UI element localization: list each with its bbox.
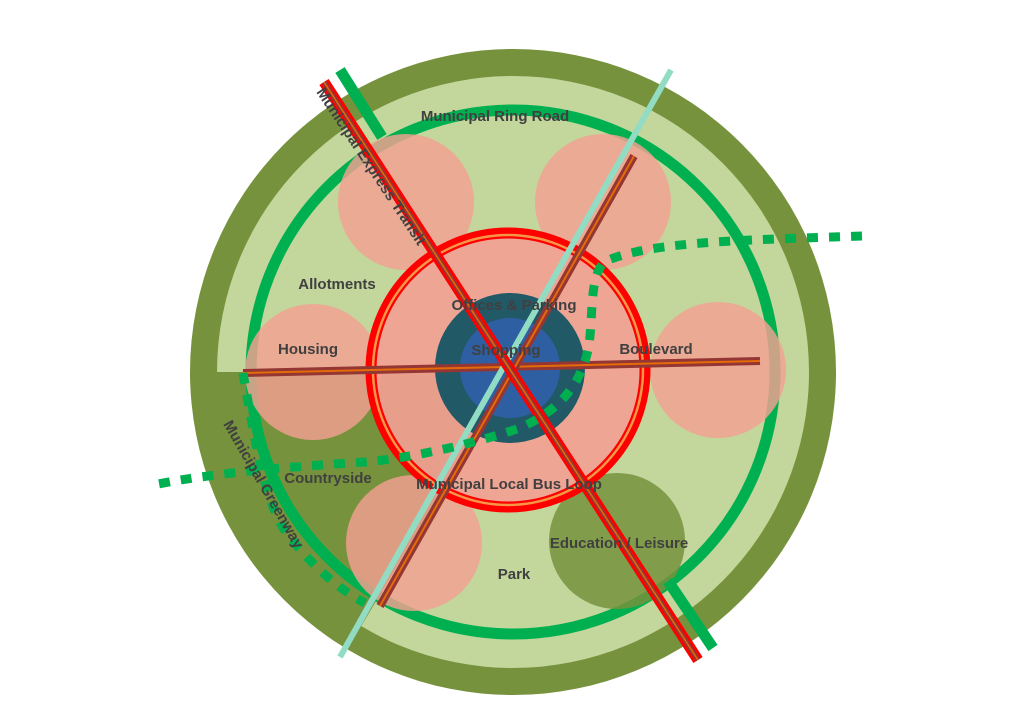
express-transit-center	[323, 81, 699, 661]
label-housing: Housing	[278, 341, 338, 358]
express-transit-line	[319, 79, 703, 663]
label-shopping: Shopping	[471, 342, 540, 359]
spoke-south-west-north-east-center	[379, 155, 635, 607]
label-offices-parking: Offices & Parking	[451, 297, 576, 314]
label-ring-road: Municipal Ring Road	[421, 108, 569, 125]
label-allotments: Allotments	[298, 276, 376, 293]
district-north-east	[535, 134, 671, 270]
label-park: Park	[498, 566, 531, 583]
label-education-leisure: Education / Leisure	[550, 535, 688, 552]
ring-road-stub-north	[335, 67, 387, 140]
label-boulevard: Boulevard	[619, 341, 692, 358]
ring-road-stub-south	[663, 577, 718, 652]
district-east	[650, 302, 786, 438]
greenway-west	[238, 372, 368, 607]
label-countryside: Countryside	[284, 470, 372, 487]
label-local-bus-loop: Municipal Local Bus Loop	[416, 476, 602, 493]
greenway-east	[157, 231, 863, 489]
